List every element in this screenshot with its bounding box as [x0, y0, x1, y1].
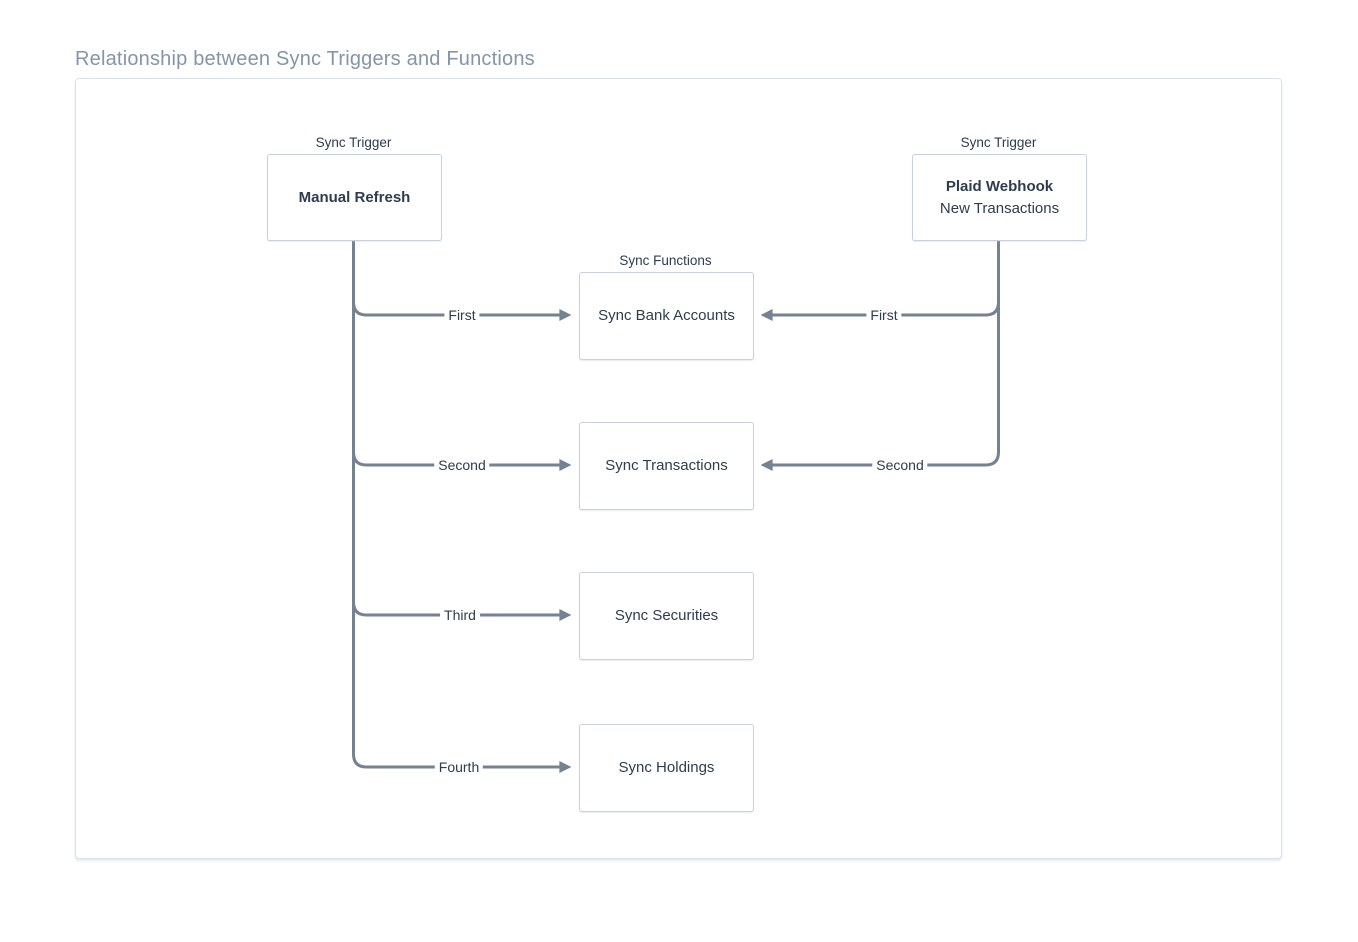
node-sync-holdings: Sync Holdings	[579, 724, 754, 812]
node-plaid-webhook-subtitle: New Transactions	[939, 199, 1060, 217]
sync-functions-label: Sync Functions	[619, 253, 712, 268]
node-sync-transactions-label: Sync Transactions	[605, 457, 728, 475]
node-sync-securities-label: Sync Securities	[614, 607, 719, 625]
page-title: Relationship between Sync Triggers and F…	[75, 48, 535, 70]
edge-label-webhook-first: First	[866, 307, 902, 323]
node-plaid-webhook-title: Plaid Webhook	[945, 177, 1054, 195]
edge-label-manual-second: Second	[434, 457, 490, 473]
edge-label-manual-fourth: Fourth	[434, 759, 484, 775]
node-sync-bank-accounts: Sync Bank Accounts	[579, 272, 754, 360]
edge-label-manual-third: Third	[440, 607, 480, 623]
node-sync-transactions: Sync Transactions	[579, 422, 754, 510]
node-plaid-webhook: Plaid Webhook New Transactions	[912, 154, 1087, 241]
sync-trigger-label-right: Sync Trigger	[960, 135, 1037, 150]
edge-label-webhook-second: Second	[872, 457, 928, 473]
node-manual-refresh-title: Manual Refresh	[298, 188, 411, 206]
sync-trigger-label-left: Sync Trigger	[315, 135, 392, 150]
node-sync-securities: Sync Securities	[579, 572, 754, 660]
node-sync-holdings-label: Sync Holdings	[618, 759, 715, 777]
edge-label-manual-first: First	[444, 307, 480, 323]
node-sync-bank-accounts-label: Sync Bank Accounts	[598, 307, 735, 325]
node-manual-refresh: Manual Refresh	[267, 154, 442, 241]
